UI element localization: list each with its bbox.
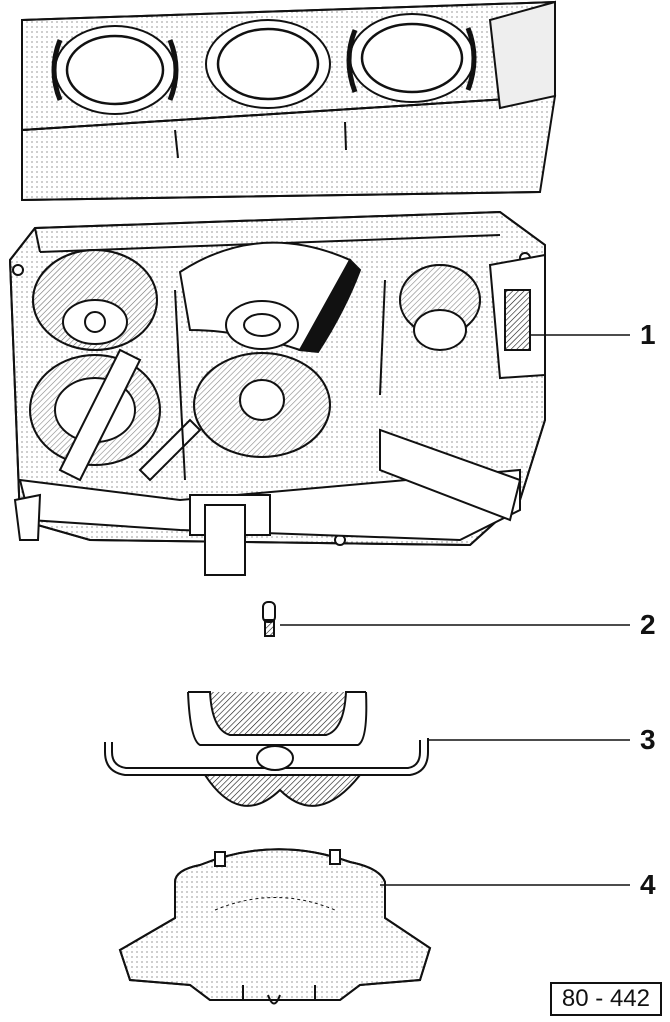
light-guide bbox=[104, 691, 429, 807]
callout-3: 3 bbox=[640, 724, 656, 755]
panel-bezel bbox=[21, 0, 557, 202]
bulb bbox=[262, 601, 276, 637]
control-unit-housing bbox=[8, 210, 546, 576]
callout-4: 4 bbox=[640, 869, 656, 900]
cover bbox=[118, 848, 432, 1005]
leader-lines bbox=[280, 334, 630, 886]
figure-reference: 80 - 442 bbox=[549, 982, 662, 1016]
callout-1: 1 bbox=[640, 319, 656, 350]
callout-2: 2 bbox=[640, 609, 656, 640]
